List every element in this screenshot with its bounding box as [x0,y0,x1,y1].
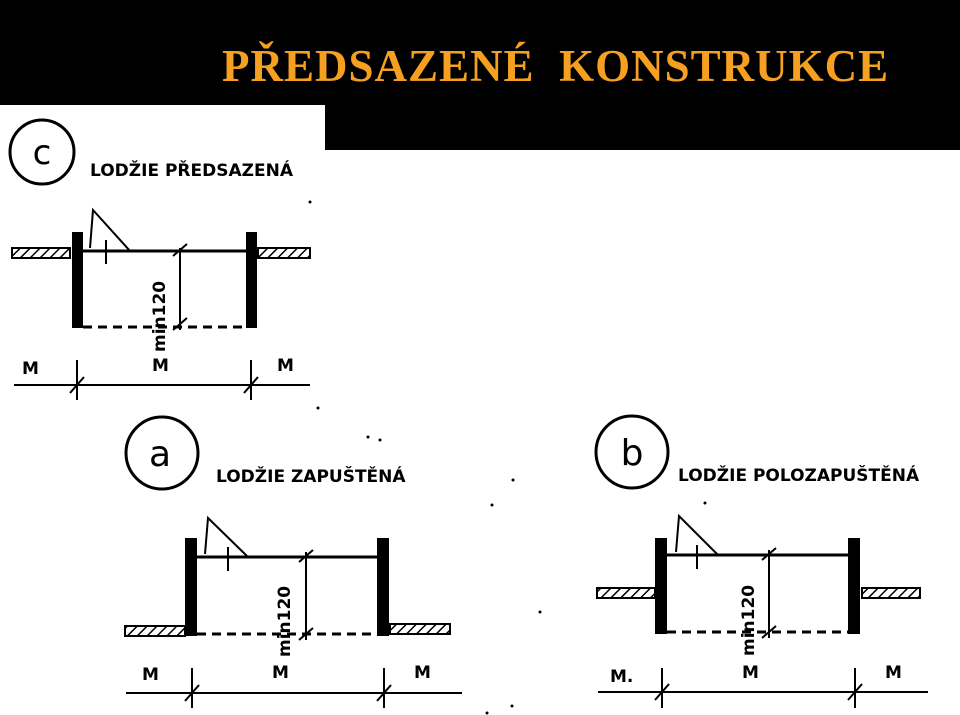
panel-c-badge-circle [8,118,76,186]
panel-a-label-m-middle: M [272,663,289,683]
panel-c-label-m-left: M [22,359,39,379]
panel-a-pillar-left [185,538,197,636]
panel-a-base-slash-right [376,684,392,702]
panel-b-label-m-left: M. [610,667,633,687]
panel-c-pillar-right [246,232,257,328]
panel-b-label-m-middle: M [742,663,759,683]
panel-a-dim-tick-top [298,549,314,563]
panel-b-dim-label: min120 [739,585,759,656]
panel-a-pillar-right [377,538,389,636]
panel-a-base-slash-left [184,684,200,702]
panel-a-badge: a [149,434,171,475]
panel-c-door-swing [89,207,131,252]
panel-b: b LODŽIE POLOZAPUŠTĚNÁ min120 M. M M [594,414,928,708]
page-title: PŘEDSAZENÉ KONSTRUKCE [222,41,890,91]
panel-c-base-slash-left [69,376,85,394]
panel-c-base-slash-right [243,376,259,394]
panel-c-dim-tick-bottom [172,317,188,331]
panel-b-caption: LODŽIE POLOZAPUŠTĚNÁ [678,464,920,486]
panel-c-label-m-middle: M [152,356,169,376]
panel-b-base-slash-right [847,683,863,701]
panel-c-badge: c [33,133,52,173]
panel-a-door-swing [204,515,249,558]
panel-a-dim-tick-bottom [298,627,314,641]
panel-b-pillar-left [655,538,667,634]
panel-b-door-swing [675,513,719,556]
panel-b-wall-right-hatch [861,587,921,599]
panel-b-pillar-right [848,538,860,634]
panel-a-badge-circle [124,415,200,491]
panel-b-badge-circle [594,414,670,490]
panel-a-caption: LODŽIE ZAPUŠTĚNÁ [216,465,406,487]
panel-a-dim-label: min120 [275,586,295,657]
panel-a-label-m-left: M [142,665,159,685]
panel-a: a LODŽIE ZAPUŠTĚNÁ min120 M M M [124,415,462,708]
panel-c-caption: LODŽIE PŘEDSAZENÁ [90,159,294,181]
panel-a-wall-right-hatch [389,623,451,635]
panel-b-label-m-right: M [885,663,902,683]
scan-specks [308,200,707,715]
panel-c-wall-right-hatch [257,247,311,259]
panel-c-dim-tick-top [172,243,188,257]
panel-b-badge: b [621,433,644,474]
panel-b-dim-tick-top [761,547,777,561]
panel-c-background [0,105,325,420]
panel-a-label-m-right: M [414,663,431,683]
panel-a-wall-left-hatch [124,625,186,637]
panel-b-wall-left-hatch [596,587,656,599]
panel-c-label-m-right: M [277,356,294,376]
panel-c: c LODŽIE PŘEDSAZENÁ min120 M M M [8,118,311,400]
panel-c-dim-label: min120 [150,281,170,352]
panel-b-dim-tick-bottom [761,625,777,639]
panel-c-pillar-left [72,232,83,328]
panel-b-base-slash-left [654,683,670,701]
panel-c-wall-left-hatch [11,247,71,259]
